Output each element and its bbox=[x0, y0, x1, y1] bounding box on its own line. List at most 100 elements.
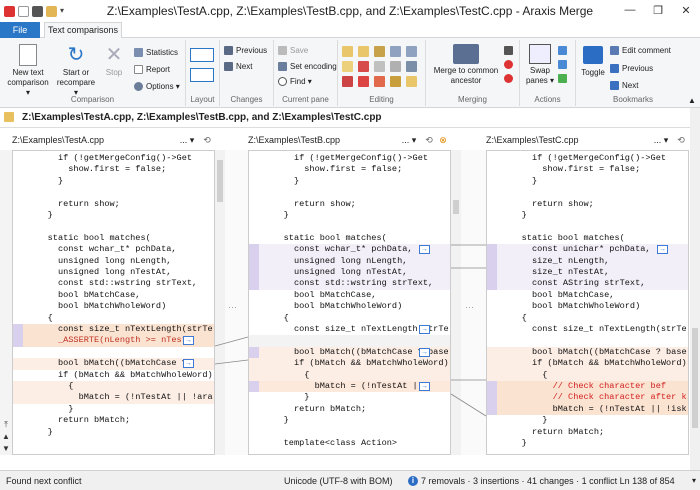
status-dropdown-icon[interactable]: ▾ bbox=[691, 476, 696, 485]
collapse-ribbon-icon[interactable]: ▲ bbox=[688, 96, 696, 105]
indent-icon[interactable] bbox=[342, 76, 353, 87]
swap-panes-button[interactable]: Swap panes ▾ bbox=[524, 44, 556, 86]
layout-vertical-icon[interactable] bbox=[190, 68, 214, 82]
pane-a-filename[interactable]: Z:\Examples\TestA.cpp bbox=[12, 135, 105, 145]
link-column-ab: ··· bbox=[225, 150, 248, 455]
pane-c-history-icon[interactable]: ⟲ bbox=[677, 134, 685, 145]
code-line: } bbox=[263, 392, 310, 403]
code-line bbox=[13, 187, 214, 198]
pane-c-options-button[interactable]: ... ▾ bbox=[653, 134, 669, 145]
minimize-button[interactable]: — bbox=[624, 4, 636, 16]
find-button[interactable]: Find ▾ bbox=[278, 77, 312, 86]
save-icon[interactable] bbox=[32, 5, 43, 17]
next-bookmark-button[interactable]: Next bbox=[610, 81, 638, 90]
wrap-icon[interactable] bbox=[390, 76, 401, 87]
conflict-up-icon[interactable] bbox=[504, 60, 513, 69]
pane-b-scrollbar[interactable] bbox=[451, 150, 461, 455]
redo-icon[interactable] bbox=[406, 46, 417, 57]
merge-change-button[interactable]: → bbox=[183, 336, 194, 346]
copy-icon[interactable] bbox=[358, 46, 369, 57]
edit-comment-button[interactable]: Edit comment bbox=[610, 46, 671, 55]
action-1-icon[interactable] bbox=[558, 46, 567, 55]
save-button[interactable]: Save bbox=[278, 46, 308, 55]
case-icon[interactable] bbox=[390, 61, 401, 72]
delete-icon[interactable] bbox=[358, 61, 369, 72]
scroll-thumb[interactable] bbox=[692, 328, 698, 428]
code-line: const size_t nTextLength(strTe bbox=[13, 324, 214, 336]
merge-change-button[interactable]: → bbox=[419, 245, 430, 255]
info-icon: i bbox=[408, 475, 418, 486]
encoding-indicator[interactable]: Unicode (UTF-8 with BOM) bbox=[284, 475, 393, 486]
code-line: return show; bbox=[263, 198, 356, 209]
statistics-button[interactable]: Statistics bbox=[134, 48, 178, 57]
close-button[interactable]: ✕ bbox=[681, 4, 691, 17]
prev-change-icon[interactable]: ▲ bbox=[2, 432, 10, 441]
format-icon[interactable] bbox=[374, 61, 385, 72]
code-line: return show; bbox=[27, 198, 120, 209]
app-icon[interactable] bbox=[4, 5, 15, 17]
previous-change-button[interactable]: Previous bbox=[224, 46, 267, 55]
merge-change-button[interactable]: → bbox=[419, 325, 430, 334]
pane-a-options-button[interactable]: ... ▾ bbox=[179, 134, 195, 145]
conflict-down-icon[interactable] bbox=[504, 74, 513, 83]
action-3-icon[interactable] bbox=[558, 74, 567, 83]
whitespace-icon[interactable] bbox=[374, 76, 385, 87]
restore-button[interactable]: ❐ bbox=[653, 4, 663, 17]
code-line: size_t nLength, bbox=[487, 255, 688, 267]
scroll-thumb[interactable] bbox=[453, 200, 459, 214]
splitter-dots[interactable]: ··· bbox=[465, 302, 474, 312]
pane-c-filename[interactable]: Z:\Examples\TestC.cpp bbox=[486, 135, 579, 145]
change-marker bbox=[249, 346, 259, 359]
stop-button[interactable]: ✕ Stop bbox=[102, 44, 126, 78]
paste-icon[interactable] bbox=[374, 46, 385, 57]
tab-file[interactable]: File bbox=[0, 22, 40, 38]
select-all-icon[interactable] bbox=[342, 61, 353, 72]
comparison-group: New text comparison ▾ ↻ Start or recompa… bbox=[0, 40, 186, 106]
conflict-icon[interactable]: ⊗ bbox=[439, 134, 447, 145]
merge-change-button[interactable]: → bbox=[419, 382, 430, 391]
tab-text-comparisons[interactable]: Text comparisons bbox=[44, 22, 122, 39]
new-text-comparison-button[interactable]: New text comparison ▾ bbox=[6, 44, 50, 98]
new-icon[interactable] bbox=[18, 5, 29, 17]
open-folder-icon[interactable] bbox=[46, 5, 57, 17]
pane-b-filename[interactable]: Z:\Examples\TestB.cpp bbox=[248, 135, 341, 145]
start-recompare-button[interactable]: ↻ Start or recompare ▾ bbox=[56, 44, 96, 97]
right-vertical-scrollbar[interactable] bbox=[690, 108, 700, 470]
merge-change-button[interactable]: → bbox=[657, 245, 668, 255]
merge-direction-icon[interactable] bbox=[504, 46, 513, 55]
action-2-icon[interactable] bbox=[558, 60, 567, 69]
merge-change-button[interactable]: → bbox=[419, 347, 430, 357]
merge-common-ancestor-button[interactable]: Merge to common ancestor bbox=[430, 44, 502, 86]
scroll-thumb[interactable] bbox=[217, 160, 223, 202]
text-pane-b[interactable]: if (!getMergeConfig()->Get show.first = … bbox=[248, 150, 451, 455]
next-change-icon[interactable]: ▼ bbox=[2, 444, 10, 453]
edit-icon[interactable] bbox=[406, 61, 417, 72]
code-line bbox=[487, 221, 688, 232]
code-line: const wchar_t* pchData, bbox=[249, 244, 450, 256]
arrow-down-icon bbox=[224, 62, 233, 71]
pane-b-options-button[interactable]: ... ▾ bbox=[401, 134, 417, 145]
toggle-bookmark-button[interactable]: Toggle bbox=[578, 46, 608, 78]
pane-a-history-icon[interactable]: ⟲ bbox=[203, 134, 211, 145]
pane-b-history-icon[interactable]: ⟲ bbox=[425, 134, 433, 145]
first-change-icon[interactable]: ⤒ bbox=[4, 420, 8, 429]
code-line: bool bMatchCase, bbox=[27, 289, 141, 300]
report-button[interactable]: Report bbox=[134, 65, 170, 74]
set-encoding-button[interactable]: Set encoding bbox=[278, 62, 337, 71]
pane-a-scrollbar[interactable] bbox=[215, 150, 225, 455]
options-button[interactable]: Options ▾ bbox=[134, 82, 180, 91]
cut-icon[interactable] bbox=[342, 46, 353, 57]
customize-icon[interactable]: ▾ bbox=[60, 5, 65, 15]
tab-icon[interactable] bbox=[358, 76, 369, 87]
code-line bbox=[487, 187, 688, 198]
splitter-dots[interactable]: ··· bbox=[228, 302, 237, 312]
layout-horizontal-icon[interactable] bbox=[190, 48, 214, 62]
text-pane-a[interactable]: if (!getMergeConfig()->Get show.first = … bbox=[12, 150, 215, 455]
merge-change-button[interactable]: → bbox=[183, 359, 194, 369]
bookmark-up-icon bbox=[610, 64, 619, 73]
comment-icon[interactable] bbox=[406, 76, 417, 87]
text-pane-c[interactable]: if (!getMergeConfig()->Get show.first = … bbox=[486, 150, 689, 455]
next-change-button[interactable]: Next bbox=[224, 62, 252, 71]
previous-bookmark-button[interactable]: Previous bbox=[610, 64, 653, 73]
undo-icon[interactable] bbox=[390, 46, 401, 57]
